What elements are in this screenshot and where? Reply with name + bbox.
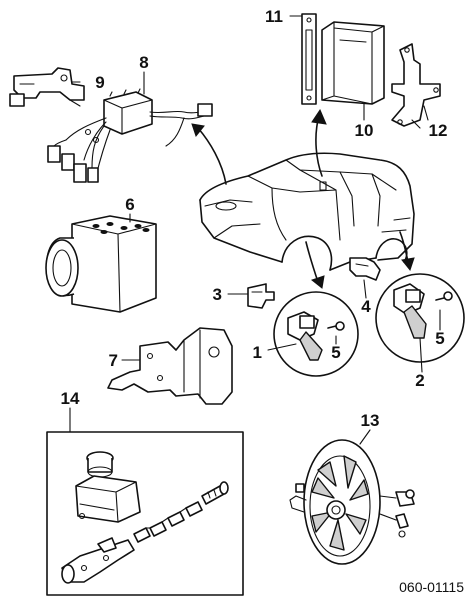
callout-labels: 1 2 3 4 5 5 6 7 8 9 10 11 12 13 14 — [61, 7, 448, 430]
callout-1: 1 — [253, 343, 262, 362]
callout-5-rear: 5 — [435, 329, 444, 348]
callout-8: 8 — [139, 53, 148, 72]
callout-7: 7 — [109, 351, 118, 370]
callout-5-front: 5 — [331, 343, 340, 362]
part-6-hydraulic-unit — [45, 215, 157, 313]
callout-10: 10 — [355, 121, 374, 140]
part-14-master-cylinder-box — [46, 431, 244, 596]
callout-13: 13 — [361, 411, 380, 430]
part-11-bracket — [301, 13, 317, 105]
callout-3: 3 — [213, 285, 222, 304]
callout-12: 12 — [429, 121, 448, 140]
part-8-ecu-harness — [47, 88, 213, 183]
drawing-code: 060-01115 — [399, 579, 464, 595]
callout-2: 2 — [415, 371, 424, 390]
callout-6: 6 — [125, 195, 134, 214]
part-10-control-module — [321, 21, 385, 105]
rear-wheel-speed-sensor-detail — [375, 273, 465, 363]
part-12-bracket — [391, 43, 441, 129]
callout-14: 14 — [61, 389, 80, 408]
callout-9: 9 — [95, 73, 104, 92]
part-9-bracket — [9, 67, 85, 107]
callout-leaders — [69, 15, 441, 445]
vehicle-outline — [199, 152, 415, 271]
part-7-bracket — [107, 327, 233, 405]
callout-11: 11 — [265, 7, 283, 26]
part-13-brake-booster — [289, 439, 415, 565]
front-wheel-speed-sensor-detail — [273, 291, 359, 377]
part-4-clip — [349, 257, 381, 281]
leader-arrows — [191, 108, 415, 289]
callout-4: 4 — [361, 297, 371, 316]
part-3-clip — [247, 283, 275, 309]
